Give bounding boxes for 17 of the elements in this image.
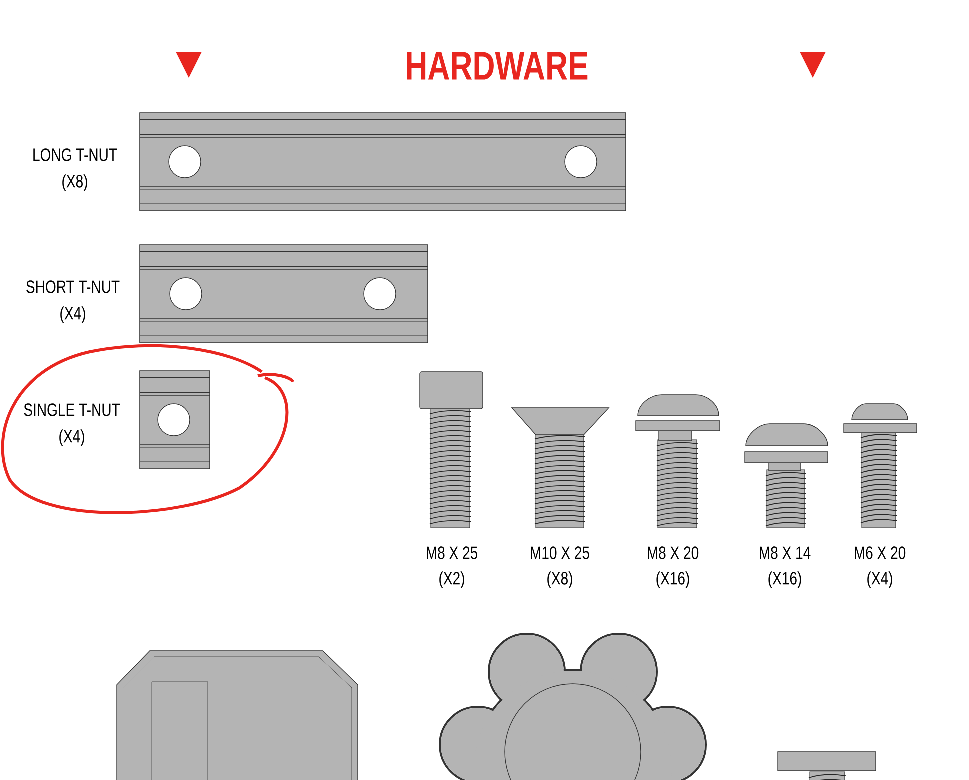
part-label: (X4) [868, 572, 892, 588]
part-label: M10 X 25 [531, 546, 590, 560]
part-label: (X16) [656, 572, 690, 588]
title: HARDWARE [407, 52, 588, 80]
part-label: (X8) [62, 174, 88, 192]
part-label: M6 X 20 [855, 546, 906, 560]
part-label: SHORT T-NUT [26, 280, 120, 294]
part-label: M8 X 20 [648, 546, 699, 560]
part-label: (X8) [548, 572, 572, 588]
part-label: LONG T-NUT [34, 148, 118, 162]
part-label: M8 X 14 [760, 546, 811, 560]
part-label: (X4) [60, 306, 86, 324]
part-label: SINGLE T-NUT [24, 404, 120, 416]
part-label: (X16) [768, 572, 802, 588]
part-label: M8 X 25 [427, 546, 478, 560]
part-label: (X2) [440, 572, 464, 588]
part-label: (X4) [60, 430, 84, 446]
